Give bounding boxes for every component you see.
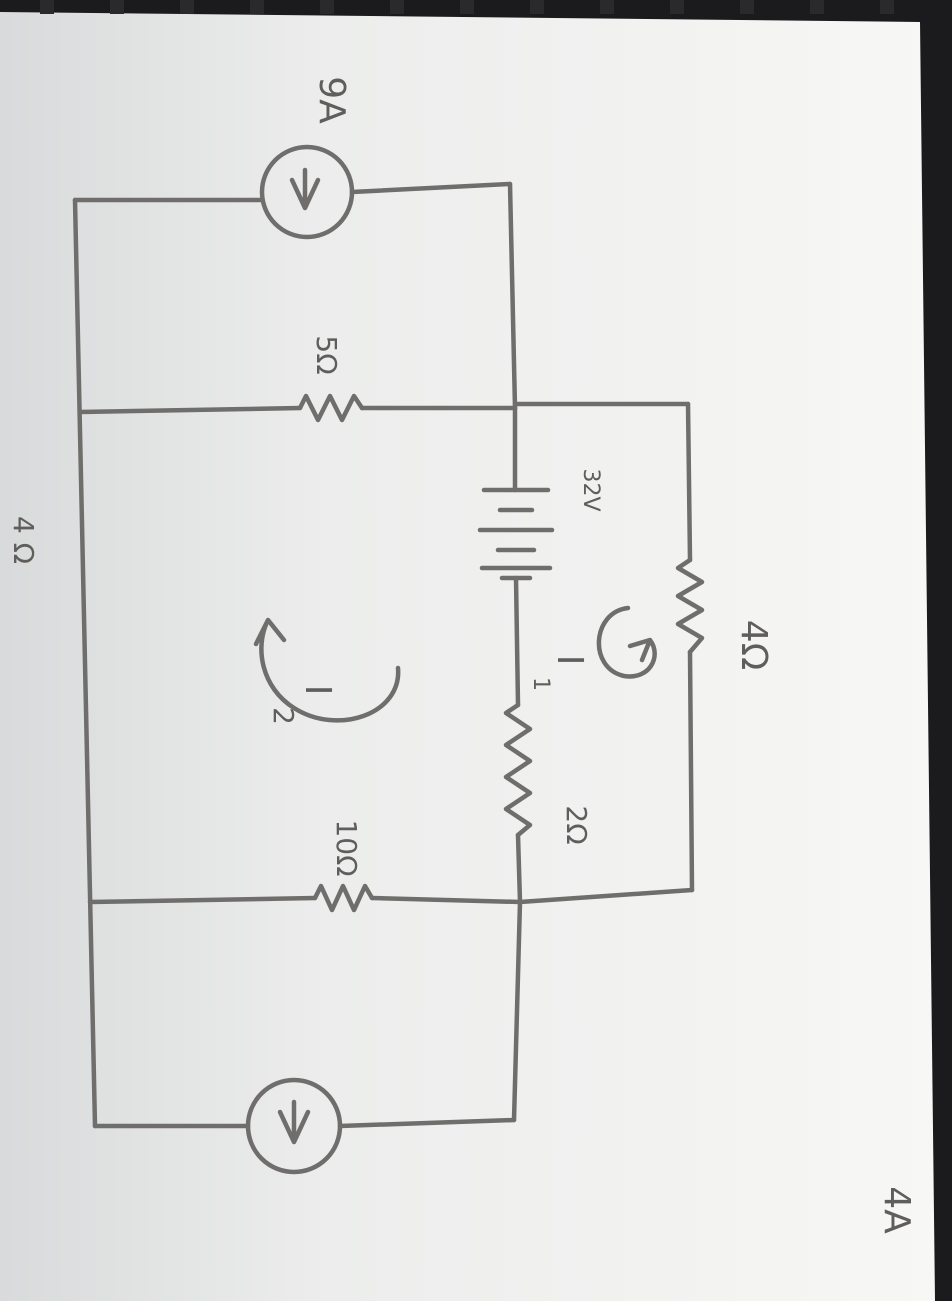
wire-4ohm-bottom (517, 887, 695, 905)
current-source-9a (259, 144, 355, 240)
loop-i1-subscript: 1 (528, 677, 553, 691)
wire-battery-branch-c (515, 832, 523, 905)
wire-left-rail (72, 197, 98, 1129)
source-9a-label: 9A (311, 76, 352, 124)
spiral-binding (40, 0, 894, 14)
wire-top-branch-b (349, 181, 513, 195)
wire-4ohm-right-a (685, 401, 693, 563)
wire-right-rail-upper (507, 181, 518, 411)
resistor-2ohm-label: 2Ω (560, 805, 593, 844)
loop-i2-subscript: 2 (267, 707, 300, 725)
wire-right-rail-lower (511, 899, 523, 1123)
loop-arrow-i1 (596, 605, 657, 679)
wire-4ohm-right-b (687, 649, 695, 893)
resistor-10ohm (312, 883, 375, 913)
arrow-icon (289, 167, 321, 211)
resistor-4ohm-label: 4Ω (733, 620, 774, 670)
loop-i2-label: I (297, 685, 338, 696)
resistor-5ohm-label: 5Ω (310, 335, 343, 374)
current-source-4a (245, 1077, 343, 1175)
loop-i1-label: I (549, 655, 590, 666)
paper-sheet (0, 12, 935, 1301)
resistor-5ohm (297, 393, 365, 423)
wire-battery-branch-b (513, 575, 521, 708)
cut-off-label: 4 Ω (7, 516, 40, 564)
wire-10ohm-branch-a (87, 895, 318, 905)
wire-bottom-branch-b (337, 1117, 517, 1129)
battery-32v-label: 32V (578, 468, 603, 511)
loop-arrow-i2 (253, 617, 401, 723)
wire-10ohm-branch-b (369, 895, 523, 905)
resistor-2ohm (503, 702, 533, 838)
battery-32v (477, 487, 555, 581)
arrow-icon (277, 1099, 311, 1145)
resistor-4ohm (675, 557, 705, 655)
resistor-10ohm-label: 10Ω (330, 819, 363, 876)
wire-5ohm-branch-a (77, 405, 303, 415)
source-4a-label: 4A (876, 1186, 917, 1234)
